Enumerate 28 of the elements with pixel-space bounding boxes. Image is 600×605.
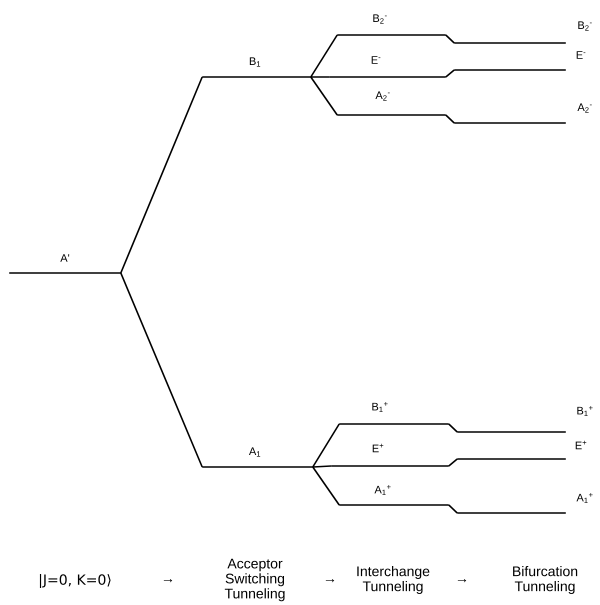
energy-level: A$_{1}$ xyxy=(202,447,313,468)
connector-line xyxy=(312,466,340,506)
energy-level: E$^{+}$ xyxy=(457,440,586,460)
energy-level: E$^{-}$ xyxy=(454,51,586,71)
connector-line xyxy=(445,114,455,124)
energy-level: A' xyxy=(9,254,121,274)
connector-line xyxy=(312,465,332,468)
axis-label: → xyxy=(326,579,334,582)
connector-line xyxy=(448,423,458,433)
connector-line xyxy=(448,504,458,514)
axis-label: Acceptor Switching Tunneling xyxy=(224,558,285,602)
connector-line xyxy=(310,76,330,78)
energy-level: B$_{1}$ xyxy=(202,57,311,78)
connector-line xyxy=(120,272,203,468)
connector-line xyxy=(120,76,203,274)
connector-line xyxy=(310,34,338,78)
energy-level: E$^{-}$ xyxy=(329,56,446,78)
axis-label: → xyxy=(164,579,172,582)
energy-level: E$^{+}$ xyxy=(331,444,449,467)
axis-label: → xyxy=(458,579,466,582)
axis-label: Interchange Tunneling xyxy=(357,566,430,594)
state-label: |J=0, K=0⟩ xyxy=(40,574,111,588)
axis-label: Bifurcation Tunneling xyxy=(513,566,578,594)
connector-line xyxy=(445,34,455,44)
connector-line xyxy=(310,76,338,116)
connector-line xyxy=(312,424,340,468)
connector-line xyxy=(448,458,458,467)
connector-line xyxy=(445,69,455,78)
